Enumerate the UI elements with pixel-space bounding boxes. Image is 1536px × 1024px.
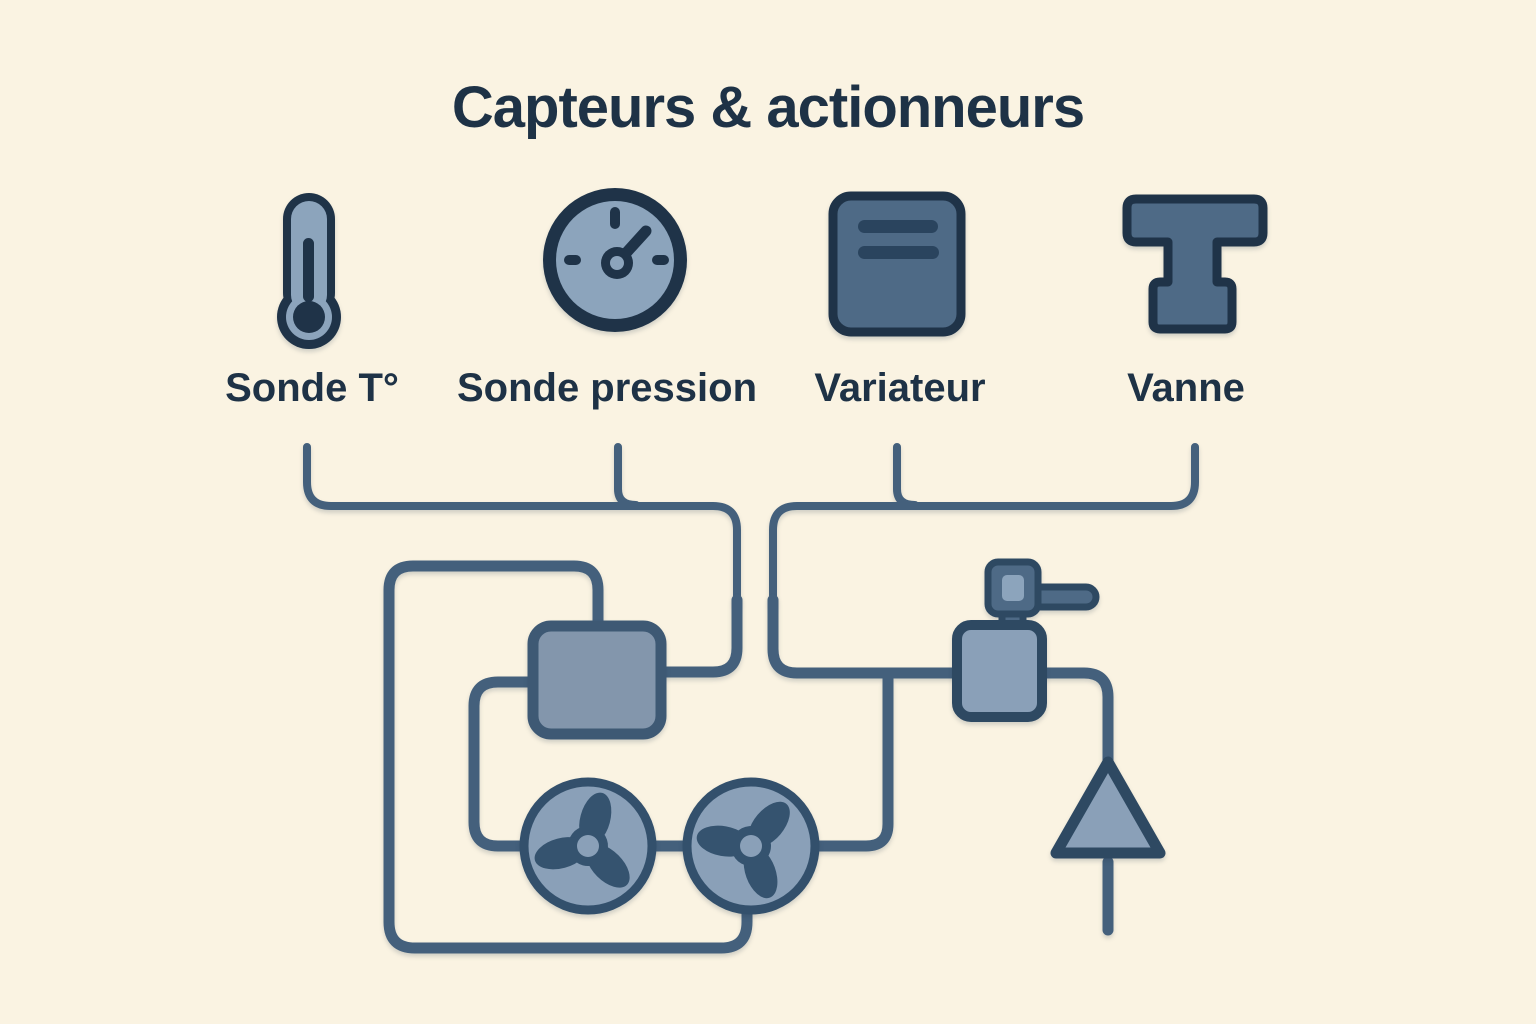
label-variateur: Variateur <box>814 366 986 410</box>
valve-body <box>952 620 1047 722</box>
drive-unit-icon <box>828 191 966 337</box>
left-bus-line <box>303 443 741 608</box>
fan2-riser-pipe <box>810 667 894 852</box>
pressure-gauge-icon <box>543 188 687 332</box>
box-top-loop-pipe <box>383 560 753 954</box>
pressure-stub-line <box>614 443 640 509</box>
valve-assembly <box>952 558 1100 722</box>
connector-bus-lines <box>303 443 1199 608</box>
flow-direction-arrow <box>1050 756 1166 859</box>
drive-stub-line <box>893 443 919 509</box>
valve-fitting-icon <box>1122 194 1268 334</box>
fan-1-hub <box>577 835 599 857</box>
label-sonde-pression: Sonde pression <box>456 366 758 410</box>
valve-out-pipe <box>1036 667 1114 770</box>
thermometer-icon <box>277 193 341 349</box>
fan-1 <box>519 777 657 915</box>
valve-knob-inset <box>1002 575 1024 601</box>
junction-box-body <box>527 620 667 740</box>
arrow-triangle <box>1050 756 1166 859</box>
fan-2 <box>682 777 820 915</box>
label-vanne: Vanne <box>1127 366 1245 410</box>
page-title: Capteurs & actionneurs <box>451 75 1085 140</box>
valve-feed-pipe <box>767 594 963 679</box>
circuit-pipes <box>383 560 1114 954</box>
fan-2-hub <box>740 835 762 857</box>
junction-box <box>527 620 667 740</box>
box-right-pipe <box>655 594 743 678</box>
right-bus-line <box>769 443 1199 608</box>
fan1-feed-pipe <box>468 676 539 852</box>
label-sonde-t: Sonde T° <box>225 366 399 410</box>
